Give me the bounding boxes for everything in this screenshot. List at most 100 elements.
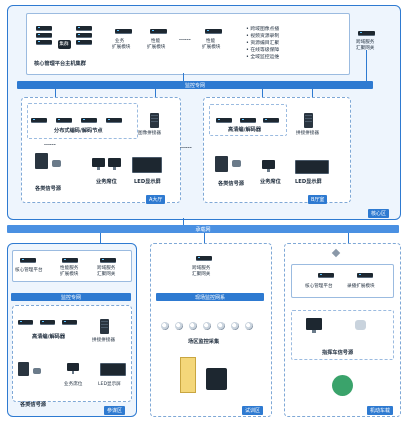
splice-switcher-device (304, 113, 313, 128)
codec-device (240, 118, 256, 122)
workstation-monitor (92, 158, 105, 170)
vehicle-zone-label: 机动车载 (367, 406, 394, 415)
dome-camera (217, 322, 225, 330)
hd-codec-label: 高清编/解码器 (228, 127, 262, 133)
field-area-icon (206, 368, 227, 390)
command-led-label: LED显示屏 (98, 382, 121, 387)
workstation-label-a: 业务席位 (96, 179, 117, 185)
server-unit (36, 40, 52, 44)
command-zone-label: 参谋区 (104, 406, 126, 415)
uplink-line (183, 73, 184, 81)
carrier-network-bar: 承载网 (7, 225, 399, 233)
core-zone-label: 核心区 (368, 209, 390, 218)
core-cluster-caption: 核心管理平台主机集群 (34, 61, 86, 67)
business-module-l2: 扩展模块 (112, 45, 131, 50)
vehicle-mgmt-label: 核心管理平台 (305, 284, 333, 289)
feature-5: • 全域监控运维 (246, 55, 280, 60)
dome-camera (245, 322, 253, 330)
codec-node-label: 分布式编码/解码节点 (54, 128, 103, 134)
vehicle-icon (332, 375, 353, 396)
dome-camera (231, 322, 239, 330)
perf-device (62, 258, 78, 262)
drop-line (55, 89, 56, 98)
gateway-l1: 跨域服务 (356, 40, 375, 45)
hall-a-label: A大厅 (146, 195, 166, 204)
image-switcher-device (150, 113, 159, 128)
drop-line (312, 89, 313, 98)
command-led-wall (100, 363, 126, 376)
drop-line (155, 89, 156, 98)
command-perf-l1: 性能服务 (60, 266, 79, 271)
camera-icon (232, 160, 241, 167)
command-net-bar: 监控专网 (11, 293, 131, 301)
signal-source-label-b: 各类信号源 (218, 181, 244, 187)
vehicle-gw-device (357, 273, 373, 277)
workstation-monitor (262, 160, 275, 172)
business-module-l1: 业务 (115, 39, 125, 44)
splice-switcher-label: 拼接拼接器 (296, 131, 319, 136)
server-unit (36, 33, 52, 37)
command-gw-l2: 汇聚网关 (97, 272, 116, 277)
led-label-b: LED显示屏 (295, 179, 322, 185)
command-switcher-label: 拼接拼接器 (92, 338, 115, 343)
monitoring-network-bar: 监控专网 (17, 81, 373, 89)
carrier-drop (348, 233, 349, 243)
command-gw-l1: 跨域服务 (97, 266, 116, 271)
codec-device (18, 320, 33, 324)
feature-1: • 跨域图像点播 (246, 27, 280, 32)
codec-device (56, 118, 72, 122)
gateway-l2: 汇聚网关 (356, 46, 375, 51)
led-wall-a (132, 157, 162, 173)
mgmt-device (20, 258, 36, 262)
cross-domain-gateway-device (358, 31, 375, 35)
feature-3: • 资源编目汇聚 (246, 41, 280, 46)
carrier-uplink (183, 218, 184, 225)
codec-device (81, 118, 97, 122)
feature-2: • 视频资源录制 (246, 34, 280, 39)
performance-module-device (205, 29, 222, 33)
codec-device (40, 320, 55, 324)
ptz-camera-icon (355, 320, 366, 330)
pc-tower-icon (18, 362, 29, 376)
performance-module-l1: 性能 (206, 39, 216, 44)
middle-ellipsis: ...... (180, 144, 192, 150)
vehicle-mgmt-device (318, 273, 334, 277)
server-unit (76, 26, 92, 30)
signal-source-label-a: 各类信号源 (35, 186, 61, 192)
camera-icon (33, 368, 41, 374)
codec-device (106, 118, 122, 122)
site-gw-l2: 汇聚网关 (192, 272, 211, 277)
led-wall-b (295, 160, 329, 174)
laptop-icon (306, 318, 322, 333)
vehicle-platform-card (291, 264, 394, 298)
server-unit (76, 33, 92, 37)
command-switcher (100, 319, 109, 334)
command-perf-l2: 扩展模块 (60, 272, 79, 277)
carrier-drop (204, 233, 205, 243)
site-zone (150, 243, 272, 417)
performance-module-l1: 性能 (151, 39, 161, 44)
codec-device (263, 118, 279, 122)
feature-4: • 在线等级保障 (246, 48, 280, 53)
image-switcher-label: 图像拼接器 (138, 131, 161, 136)
core-platform-panel (26, 13, 350, 75)
workstation-monitor (108, 158, 121, 170)
command-signal-label: 各类信号源 (20, 402, 46, 408)
hall-b-label: B厅室 (308, 195, 328, 204)
performance-module-l2: 扩展模块 (147, 45, 166, 50)
dome-camera (161, 322, 169, 330)
drop-line (262, 89, 263, 98)
workstation-monitor (67, 363, 79, 374)
codec-device (216, 118, 232, 122)
performance-module-device (150, 29, 167, 33)
business-module-device (115, 29, 132, 33)
cluster-hub (58, 40, 71, 49)
dome-camera (203, 322, 211, 330)
gw-device (100, 258, 116, 262)
cluster-hub-label: 集群 (59, 41, 69, 47)
command-workstation-label: 业务席位 (64, 382, 83, 387)
site-gw-l1: 跨域服务 (192, 266, 211, 271)
vehicle-gw-label: 录播扩展模块 (347, 284, 375, 289)
dome-camera (175, 322, 183, 330)
command-codec-label: 高清编/解码器 (32, 334, 66, 340)
